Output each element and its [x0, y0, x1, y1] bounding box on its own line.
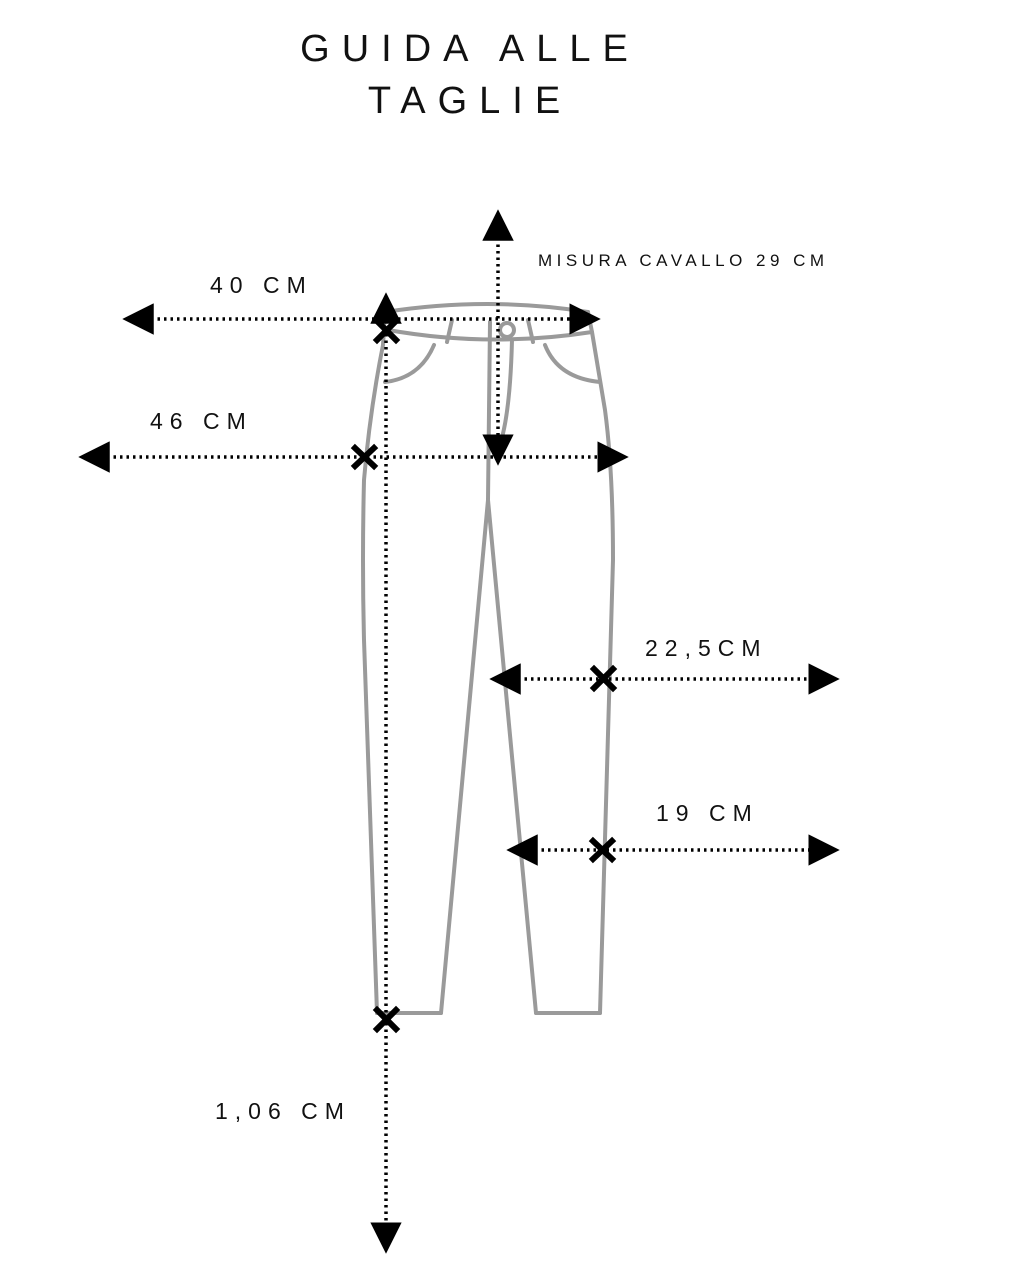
hem-label: 19 CM: [656, 800, 759, 826]
knee-label: 22,5CM: [645, 635, 768, 661]
hip-label: 46 CM: [150, 408, 253, 434]
knee-x-marker: [589, 664, 618, 693]
hem-x-marker: [588, 836, 617, 864]
title-line-1: GUIDA ALLE: [300, 28, 640, 70]
crotch-label: MISURA CAVALLO 29 CM: [538, 251, 829, 270]
waist-label: 40 CM: [210, 272, 313, 298]
hip-x-marker: [350, 443, 379, 471]
length-label: 1,06 CM: [215, 1098, 351, 1124]
waist-x-marker: [372, 316, 401, 345]
title-line-2: TAGLIE: [367, 80, 573, 122]
measurement-lines: [78, 209, 840, 1254]
jeans-outline: [361, 302, 615, 1015]
length-x-marker: [372, 1005, 401, 1034]
measure-markers: [350, 316, 618, 1034]
